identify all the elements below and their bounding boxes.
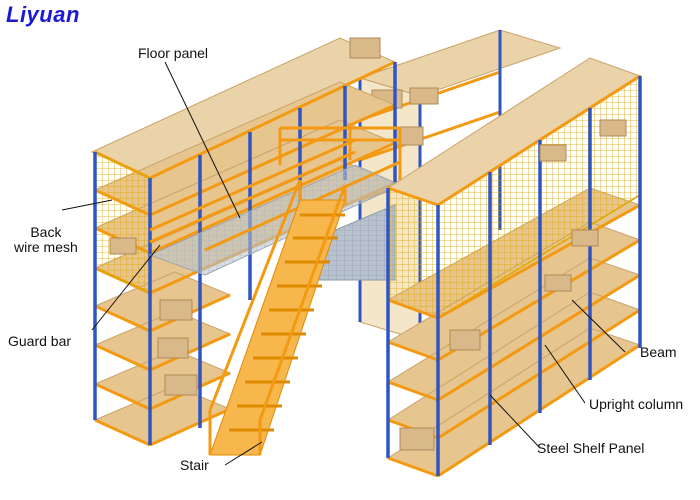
guard-bar-leader — [91, 244, 161, 331]
label-beam: Beam — [640, 344, 677, 360]
label-floor-panel: Floor panel — [138, 45, 209, 61]
label-stair: Stair — [180, 457, 209, 473]
label-back-wire-mesh-line2: wire mesh — [14, 239, 78, 255]
brand-logo: Liyuan — [6, 2, 80, 27]
back-wire-mesh-leader — [61, 199, 113, 211]
steel-shelf-panel-leader — [489, 394, 541, 449]
guard-bar — [149, 126, 402, 252]
leader-lines — [61, 61, 626, 466]
stair — [208, 179, 347, 456]
right-rack — [386, 57, 642, 478]
stair-leader — [224, 441, 263, 466]
label-back-wire-mesh: Back wire mesh — [14, 225, 78, 255]
label-upright-column: Upright column — [589, 396, 684, 412]
label-back-wire-mesh-line1: Back — [30, 224, 62, 240]
floor-panel-leader — [164, 61, 241, 219]
label-steel-shelf-panel: Steel Shelf Panel — [537, 440, 645, 456]
upright-column-leader — [544, 344, 586, 404]
beam-leader — [571, 299, 626, 353]
label-guard-bar: Guard bar — [8, 333, 72, 349]
